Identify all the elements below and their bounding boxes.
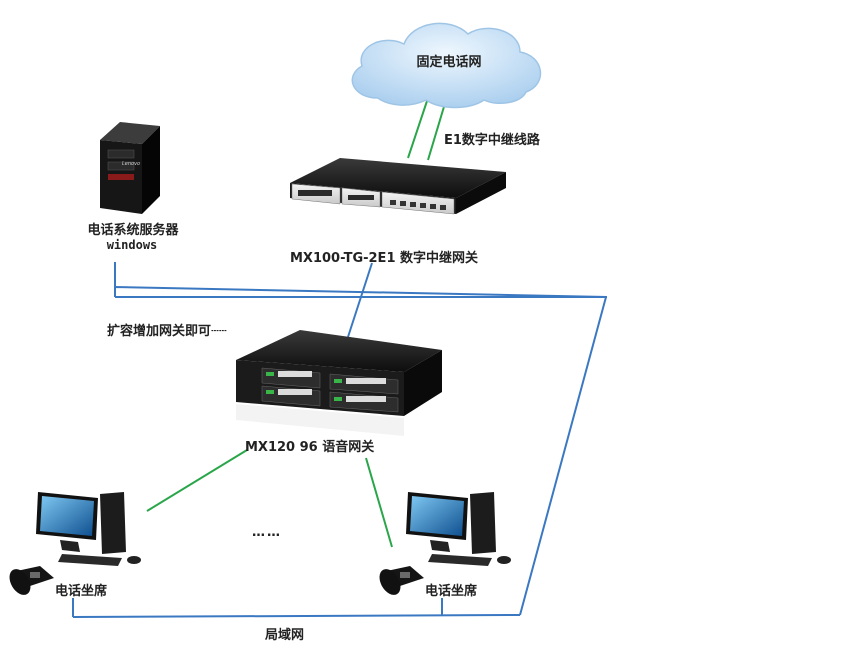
server-label: 电话系统服务器 (87, 223, 179, 238)
lan-bottom-bus (72, 614, 521, 618)
voice-gateway-label: MX120 96 语音网关 (245, 440, 375, 455)
lan-lines (72, 262, 607, 618)
trunk-gateway-label: MX100-TG-2E1 数字中继网关 (290, 251, 479, 266)
server-brand-mark: Lenovo (122, 161, 141, 167)
cloud-icon (351, 22, 542, 109)
trunk-gateway-device (290, 158, 506, 215)
agent-right-label: 电话坐席 (425, 584, 478, 599)
phone-line-left (146, 449, 248, 512)
expand-note: 扩容增加网关即可┄┄ (107, 324, 227, 339)
phone-lines (146, 97, 447, 548)
phone-line-right (365, 457, 393, 548)
lan-right-riser (519, 296, 607, 616)
workstation-right-icon (379, 492, 511, 595)
lan-gateway-link (346, 262, 373, 341)
more-agents-ellipsis: …… (252, 525, 282, 540)
lan-label: 局域网 (265, 628, 305, 643)
e1-line-2 (427, 99, 447, 161)
workstation-left-icon (9, 492, 141, 595)
server-tower-icon (100, 122, 160, 214)
server-os-label: windows (106, 238, 158, 252)
e1-line-1 (407, 97, 429, 159)
voice-gateway-device (236, 330, 442, 436)
e1-link-label: E1数字中继线路 (444, 133, 540, 148)
cloud-label: 固定电话网 (416, 55, 482, 70)
agent-left-label: 电话坐席 (55, 584, 108, 599)
